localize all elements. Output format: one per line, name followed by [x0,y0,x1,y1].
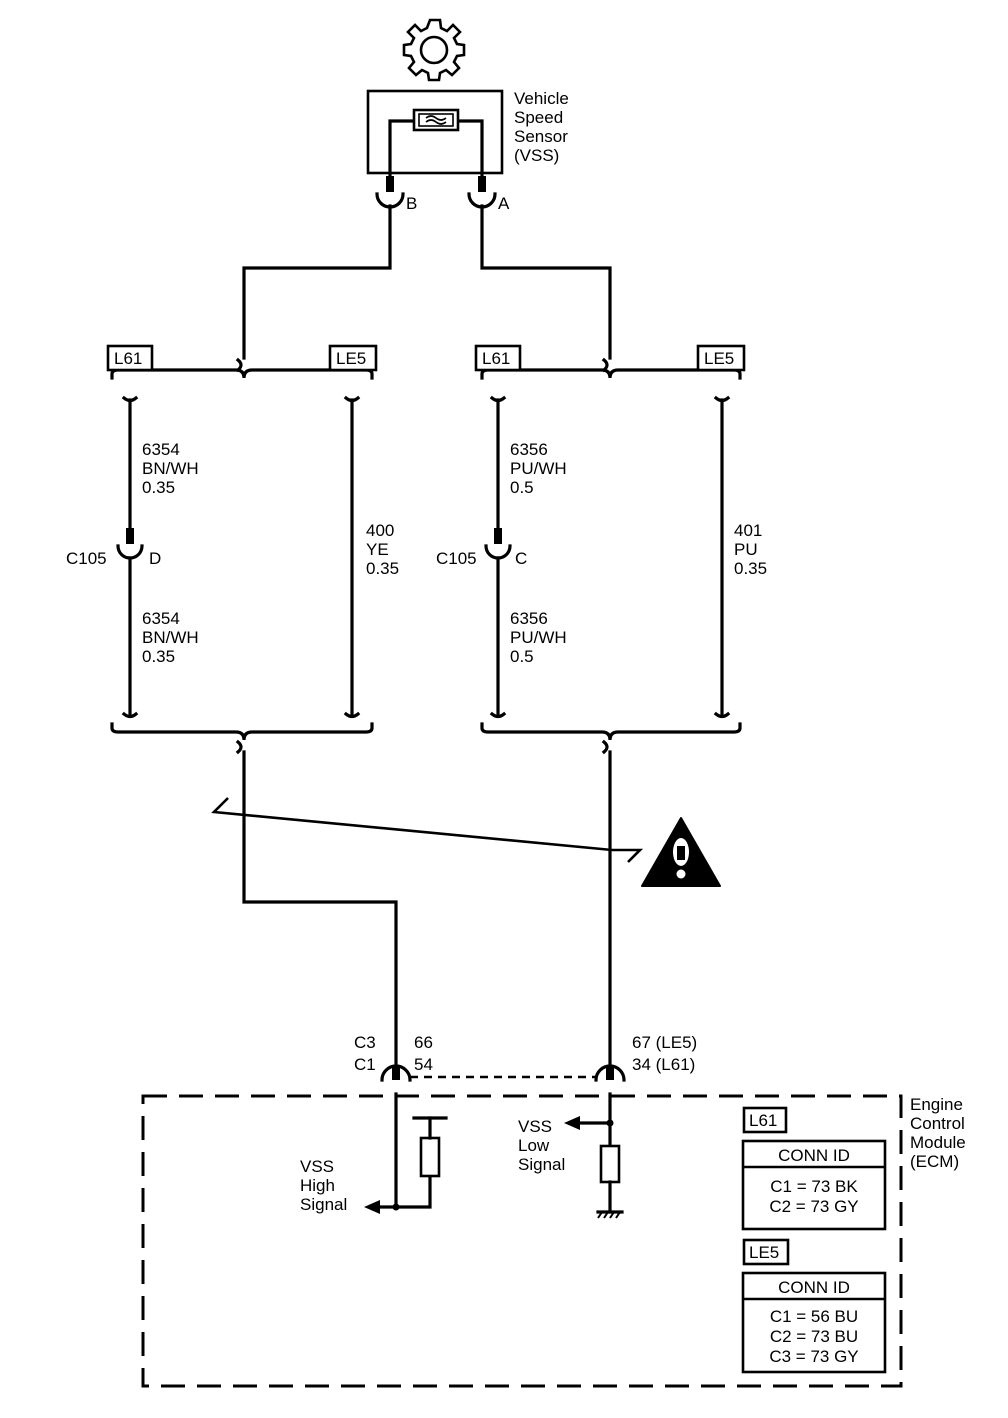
vss-high-circuit [364,1092,448,1214]
l61-conn-table [741,1106,887,1231]
sensor-pin-a-terminal [467,176,497,209]
le5-table-row-2: C2 = 73 BU [770,1327,858,1346]
le5-conn-table [741,1238,887,1374]
vehicle-speed-sensor [366,89,504,180]
l61-table-row-2: C2 = 73 GY [769,1197,858,1216]
le5-table-tag: LE5 [749,1243,779,1262]
ecm-label-line-3: Module [910,1133,966,1152]
right-connector-label: C105 [436,549,477,568]
sensor-label-line-2: Speed [514,108,563,127]
left-l61-lower-color: BN/WH [142,628,199,647]
l61-table-header: CONN ID [778,1146,850,1165]
left-le5-color: YE [366,540,389,559]
right-option-l61: L61 [482,349,510,368]
right-le5-circuit: 401 [734,521,762,540]
left-option-le5: LE5 [336,349,366,368]
ecm-label-line-4: (ECM) [910,1152,959,1171]
right-l61-lower-size: 0.5 [510,647,534,666]
left-l61-upper-size: 0.35 [142,478,175,497]
left-l61-lower-size: 0.35 [142,647,175,666]
right-le5-size: 0.35 [734,559,767,578]
vss-low-label-line-2: Low [518,1136,550,1155]
ecm-low-pin-bottom: 34 (L61) [632,1055,695,1074]
right-option-le5: LE5 [704,349,734,368]
vss-low-circuit [564,1092,624,1219]
ecm-label-line-2: Control [910,1114,965,1133]
sensor-label-line-3: Sensor [514,127,568,146]
sensor-pin-b-label: B [406,194,417,213]
sensor-label-line-1: Vehicle [514,89,569,108]
wire-sensor-a [480,204,612,360]
sensor-pin-b-terminal [375,176,405,209]
le5-table-row-3: C3 = 73 GY [769,1347,858,1366]
left-l61-upper-circuit: 6354 [142,440,180,459]
wire-sensor-b [242,204,392,360]
ecm-high-conn-top: C3 [354,1033,376,1052]
le5-table-header: CONN ID [778,1278,850,1297]
gear-icon [402,18,466,82]
warning-icon [641,817,721,887]
left-option-l61: L61 [114,349,142,368]
left-le5-size: 0.35 [366,559,399,578]
right-le5-color: PU [734,540,758,559]
right-l61-upper-size: 0.5 [510,478,534,497]
left-le5-circuit: 400 [366,521,394,540]
ecm-high-terminal [380,1064,412,1082]
vss-low-label-line-1: VSS [518,1117,552,1136]
right-l61-lower-color: PU/WH [510,628,567,647]
ecm-high-pin-bottom: 54 [414,1055,433,1074]
ecm-low-terminal [594,1064,626,1082]
l61-table-tag: L61 [749,1111,777,1130]
right-connector-pin: C [515,549,527,568]
wire-vss-high [242,750,398,1068]
ecm-label-line-1: Engine [910,1095,963,1114]
vss-low-label-line-3: Signal [518,1155,565,1174]
ecm-module-boundary [141,1094,903,1388]
twisted-pair-indicator [211,797,644,863]
left-connector-label: C105 [66,549,107,568]
vss-high-label-line-2: High [300,1176,335,1195]
sensor-label-line-4: (VSS) [514,146,559,165]
vss-high-label-line-1: VSS [300,1157,334,1176]
ecm-high-conn-bottom: C1 [354,1055,376,1074]
l61-table-row-1: C1 = 73 BK [770,1177,858,1196]
sensor-pin-a-label: A [498,194,510,213]
left-l61-lower-circuit: 6354 [142,609,180,628]
left-l61-upper-color: BN/WH [142,459,199,478]
ecm-high-pin-top: 66 [414,1033,433,1052]
vss-high-label-line-3: Signal [300,1195,347,1214]
le5-table-row-1: C1 = 56 BU [770,1307,858,1326]
right-l61-upper-color: PU/WH [510,459,567,478]
right-l61-upper-circuit: 6356 [510,440,548,459]
right-l61-lower-circuit: 6356 [510,609,548,628]
ecm-low-pin-top: 67 (LE5) [632,1033,697,1052]
left-connector-pin: D [149,549,161,568]
